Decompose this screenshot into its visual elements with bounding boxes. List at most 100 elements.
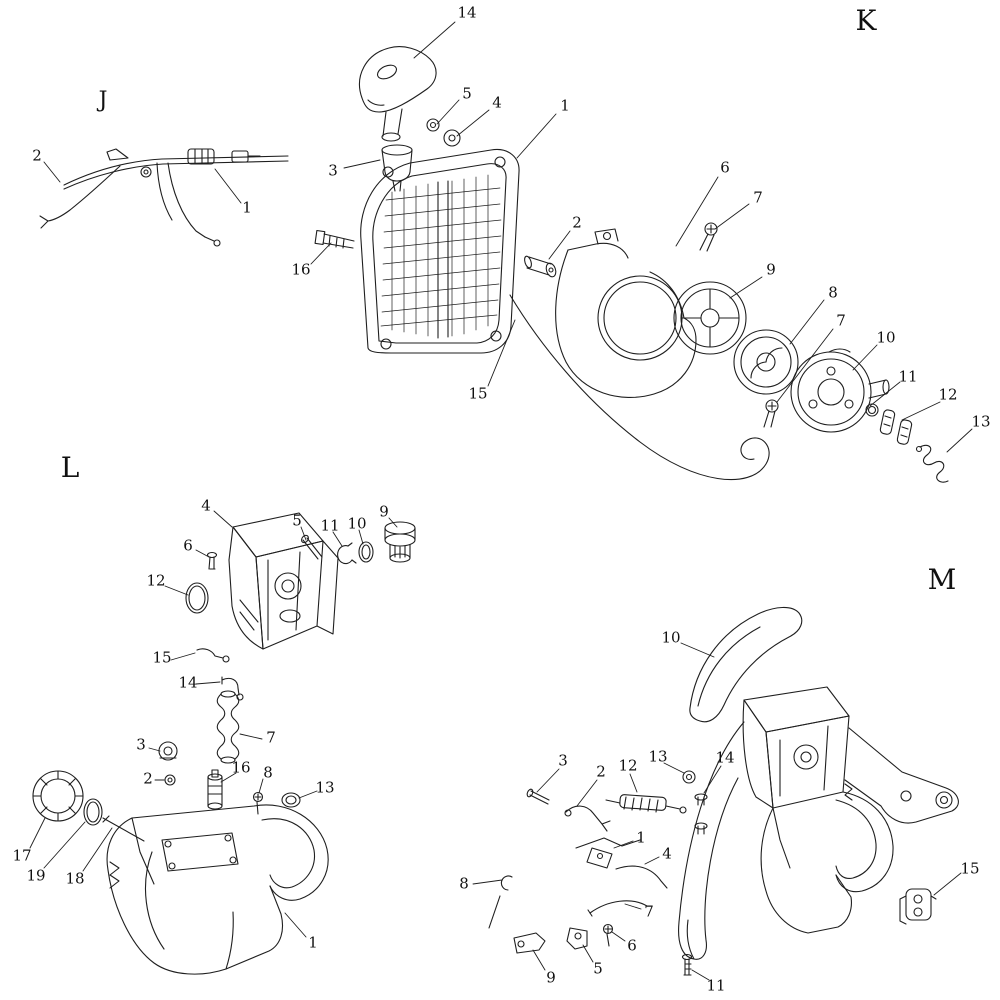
callout-k-4: 4 bbox=[492, 93, 502, 112]
part-k-washer-5 bbox=[426, 118, 440, 132]
callout-m-14: 14 bbox=[715, 748, 735, 767]
part-l-handle-bracket-4 bbox=[228, 512, 339, 650]
callout-k-10: 10 bbox=[876, 328, 896, 347]
callout-l-9: 9 bbox=[379, 502, 389, 521]
part-l-cap-9 bbox=[384, 521, 416, 563]
part-m-switch-15 bbox=[899, 888, 937, 925]
section-m-leaders bbox=[472, 642, 962, 981]
part-k-flywheel-drum-10 bbox=[790, 348, 890, 433]
callout-l-14: 14 bbox=[178, 673, 198, 692]
part-k-screw-7b bbox=[763, 399, 779, 428]
callout-m-2: 2 bbox=[596, 762, 606, 781]
part-l-fuel-hose-7 bbox=[216, 690, 240, 764]
callout-l-16: 16 bbox=[231, 758, 251, 777]
callout-m-8: 8 bbox=[459, 874, 469, 893]
section-l-drawing bbox=[29, 510, 416, 975]
part-k-starter-rope-15 bbox=[509, 294, 770, 481]
section-k-leaders bbox=[310, 21, 973, 453]
callout-l-5: 5 bbox=[292, 511, 302, 530]
callout-k-7a: 7 bbox=[753, 188, 763, 207]
callout-m-1: 1 bbox=[636, 828, 646, 847]
part-k-starter-handle bbox=[358, 46, 437, 142]
part-k-pulley-rim-9 bbox=[673, 281, 747, 355]
part-l-grommet-2 bbox=[164, 774, 176, 786]
part-l-fuel-cap-17 bbox=[32, 770, 84, 822]
part-k-recoil-pulley-8 bbox=[733, 329, 799, 395]
callout-m-9: 9 bbox=[546, 968, 556, 987]
part-l-needle-18 bbox=[102, 815, 145, 842]
callout-l-2: 2 bbox=[143, 769, 153, 788]
callout-l-4: 4 bbox=[201, 496, 211, 515]
callout-m-13: 13 bbox=[648, 747, 668, 766]
part-m-top-handle-10 bbox=[689, 606, 803, 723]
callout-l-17: 17 bbox=[12, 846, 32, 865]
part-k-circlip-11 bbox=[865, 403, 879, 417]
part-m-trigger-5 bbox=[566, 927, 588, 950]
section-k-drawing bbox=[310, 21, 973, 483]
callout-m-4: 4 bbox=[662, 844, 672, 863]
section-m-drawing bbox=[472, 606, 962, 981]
part-l-breather-15 bbox=[196, 648, 230, 663]
callout-k-6: 6 bbox=[720, 158, 730, 177]
callout-j-2: 2 bbox=[32, 146, 42, 165]
part-m-lever-9 bbox=[513, 932, 546, 954]
part-m-clip-8 bbox=[488, 875, 513, 929]
part-m-tank-assembly bbox=[678, 686, 959, 960]
part-m-spring-rod-12 bbox=[605, 794, 687, 814]
part-m-wire-7 bbox=[587, 900, 648, 917]
part-l-ring-13 bbox=[281, 792, 301, 808]
part-m-grommets-14 bbox=[694, 793, 708, 835]
part-l-primer-3 bbox=[158, 741, 178, 761]
callout-k-7b: 7 bbox=[836, 311, 846, 330]
callout-l-12: 12 bbox=[146, 571, 166, 590]
callout-k-5: 5 bbox=[462, 84, 472, 103]
callout-k-9: 9 bbox=[766, 260, 776, 279]
part-j-wire-harness bbox=[39, 148, 289, 247]
callout-m-5: 5 bbox=[593, 959, 603, 978]
part-l-screw-6 bbox=[206, 551, 218, 570]
callout-m-12: 12 bbox=[618, 756, 638, 775]
callout-l-1: 1 bbox=[308, 933, 318, 952]
part-m-bracket-1 bbox=[575, 837, 641, 869]
callout-k-8: 8 bbox=[828, 283, 838, 302]
part-l-ring-10 bbox=[358, 541, 374, 563]
callout-m-15: 15 bbox=[960, 859, 980, 878]
part-k-fan-cover bbox=[555, 228, 697, 398]
part-l-clamp-11 bbox=[337, 542, 357, 565]
part-l-oring-19 bbox=[83, 798, 103, 826]
callout-l-10: 10 bbox=[347, 514, 367, 533]
callout-m-7: 7 bbox=[644, 902, 654, 921]
callout-k-14: 14 bbox=[457, 3, 477, 22]
part-k-screw-16 bbox=[314, 229, 355, 249]
part-k-bolt-2 bbox=[524, 255, 557, 278]
callout-j-1: 1 bbox=[242, 198, 252, 217]
section-label-m: M bbox=[927, 563, 957, 596]
part-m-rod-4 bbox=[615, 865, 668, 889]
part-m-screw-6 bbox=[602, 923, 614, 947]
callout-m-11: 11 bbox=[706, 976, 726, 995]
callout-k-12: 12 bbox=[938, 385, 958, 404]
callout-k-16: 16 bbox=[291, 260, 311, 279]
callout-k-13: 13 bbox=[971, 412, 991, 431]
callout-k-3: 3 bbox=[328, 161, 338, 180]
part-m-screw-11 bbox=[681, 953, 693, 976]
part-l-pin-5 bbox=[301, 534, 323, 560]
callout-l-8: 8 bbox=[263, 763, 273, 782]
part-m-bushing-13 bbox=[682, 770, 696, 784]
callout-l-13: 13 bbox=[315, 778, 335, 797]
part-m-lever-2 bbox=[564, 805, 611, 832]
callout-m-10: 10 bbox=[661, 628, 681, 647]
part-m-pin-3 bbox=[526, 788, 550, 805]
callout-l-7: 7 bbox=[266, 728, 276, 747]
section-label-k: K bbox=[855, 4, 877, 37]
part-l-tank-body-1 bbox=[106, 804, 329, 975]
callout-k-11: 11 bbox=[898, 367, 918, 386]
part-k-clutch-spring-13 bbox=[915, 444, 949, 483]
callout-l-18: 18 bbox=[65, 869, 85, 888]
callout-m-3: 3 bbox=[558, 751, 568, 770]
callout-l-6: 6 bbox=[183, 536, 193, 555]
callout-l-15: 15 bbox=[152, 648, 172, 667]
part-k-washer-4 bbox=[443, 129, 461, 147]
part-l-gasket-12 bbox=[185, 582, 209, 614]
